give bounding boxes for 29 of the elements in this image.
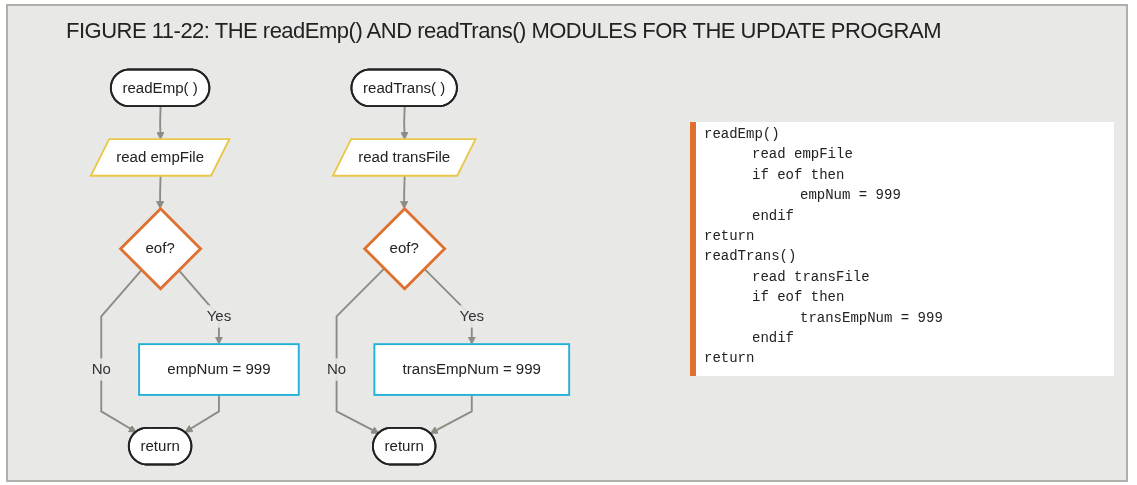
node-diamond: eof? xyxy=(118,206,203,291)
code-line: if eof then xyxy=(752,165,845,185)
arrow xyxy=(400,105,409,140)
edge-label: No xyxy=(326,361,347,378)
arrow xyxy=(156,105,165,140)
node-box: transEmpNum = 999 xyxy=(373,343,571,396)
code-line: return xyxy=(704,227,755,247)
edge-label: Yes xyxy=(206,307,232,324)
figure-title: FIGURE 11-22: THE readEmp() AND readTrans() MODULES FOR THE UPDATE PROGRAM xyxy=(66,18,941,44)
edge-label: No xyxy=(91,361,111,378)
node-box: empNum = 999 xyxy=(138,343,300,396)
arrow xyxy=(429,394,473,434)
node-diamond: eof? xyxy=(362,206,447,291)
code-line: read empFile xyxy=(752,145,853,165)
arrow xyxy=(184,394,220,433)
arrow xyxy=(155,175,165,210)
code-line: transEmpNum = 999 xyxy=(800,308,943,328)
code-line: endif xyxy=(752,206,794,226)
code-line: readTrans() xyxy=(704,247,797,267)
code-line: if eof then xyxy=(752,288,845,308)
arrow xyxy=(400,175,409,210)
code-line: readEmp() xyxy=(704,125,780,144)
code-line: endif xyxy=(752,329,794,349)
code-line: empNum = 999 xyxy=(800,186,901,206)
code-line: return xyxy=(704,349,755,369)
edge-label: Yes xyxy=(459,307,485,324)
arrow xyxy=(335,267,386,434)
code-line: read transFile xyxy=(752,267,870,287)
arrow xyxy=(100,269,143,433)
